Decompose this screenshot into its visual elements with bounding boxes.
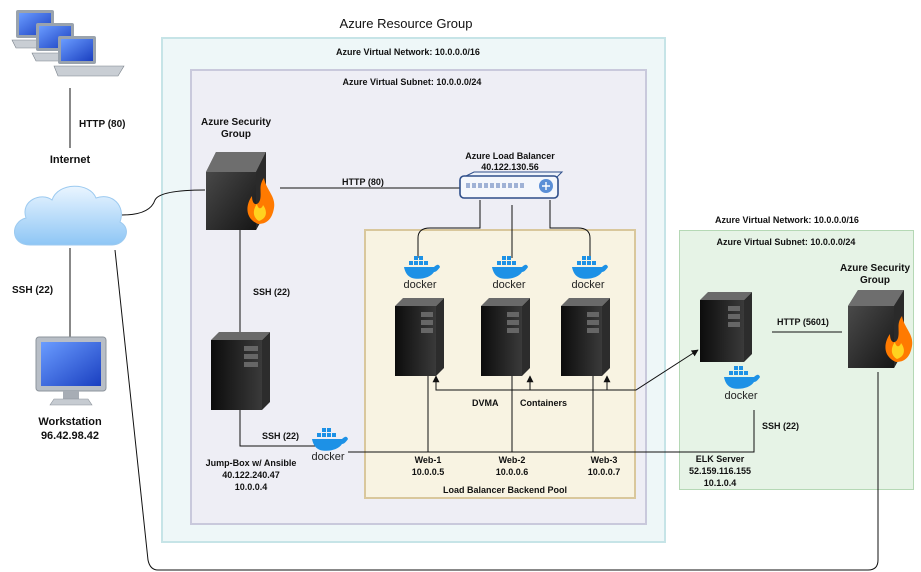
workstation-name: Workstation xyxy=(38,416,102,428)
docker-text-elk: docker xyxy=(724,390,758,402)
web2-name: Web-2 xyxy=(498,455,526,465)
jumpbox-private-ip: 10.0.0.4 xyxy=(234,482,268,492)
lb-name: Azure Load Balancer xyxy=(465,151,555,161)
docker-text-web1: docker xyxy=(403,279,437,291)
docker-icon-jumpbox xyxy=(312,428,348,451)
connectors xyxy=(69,88,879,571)
web2-server-icon xyxy=(481,298,530,376)
jumpbox-name: Jump-Box w/ Ansible xyxy=(205,458,297,468)
web1-server-icon xyxy=(395,298,444,376)
internet-label: Internet xyxy=(49,154,91,166)
jumpbox-server-icon xyxy=(211,332,270,410)
web3-name: Web-3 xyxy=(590,455,618,465)
elk-name: ELK Server xyxy=(695,454,745,464)
elk-server-icon xyxy=(700,292,752,362)
workstation-ip: 96.42.98.42 xyxy=(40,430,100,442)
nsg-main-label-line2: Group xyxy=(221,129,251,140)
nsg-elk-label-line1: Azure Security xyxy=(839,263,911,274)
web1-ip: 10.0.0.5 xyxy=(411,467,445,477)
workstation-monitor-icon xyxy=(35,336,107,406)
jumpbox-public-ip: 40.122.240.47 xyxy=(222,470,280,480)
docker-text-jumpbox: docker xyxy=(311,451,345,463)
ssh-22-elk-label: SSH (22) xyxy=(762,421,800,431)
laptops-icon xyxy=(11,10,125,77)
subnet-main-label: Azure Virtual Subnet: 10.0.0.0/24 xyxy=(342,77,482,87)
docker-icon-elk xyxy=(724,366,760,389)
subnet-elk-label: Azure Virtual Subnet: 10.0.0.0/24 xyxy=(716,237,856,247)
http-5601-label: HTTP (5601) xyxy=(777,317,829,327)
resource-group-title: Azure Resource Group xyxy=(339,16,473,31)
vnet-elk-label: Azure Virtual Network: 10.0.0.0/16 xyxy=(715,215,859,225)
firewall-icon-main xyxy=(206,152,275,230)
elk-private-ip: 10.1.0.4 xyxy=(703,478,737,488)
docker-text-web2: docker xyxy=(492,279,526,291)
docker-text-web3: docker xyxy=(571,279,605,291)
ssh-22-nsg-jump-label: SSH (22) xyxy=(253,287,291,297)
ssh-22-workstation-label: SSH (22) xyxy=(12,285,54,296)
lb-ip: 40.122.130.56 xyxy=(481,162,539,172)
nsg-main-label-line1: Azure Security xyxy=(200,117,272,128)
containers-label: Containers xyxy=(520,398,568,408)
web1-name: Web-1 xyxy=(414,455,442,465)
nsg-elk-label-line2: Group xyxy=(860,275,890,286)
backend-pool-label: Load Balancer Backend Pool xyxy=(442,485,568,495)
internet-cloud-icon xyxy=(14,185,127,246)
load-balancer-icon xyxy=(459,171,564,199)
elk-public-ip: 52.159.116.155 xyxy=(688,466,752,476)
vnet-main-label: Azure Virtual Network: 10.0.0.0/16 xyxy=(336,47,480,57)
http-80-internet-label: HTTP (80) xyxy=(79,119,126,130)
docker-icon-web1 xyxy=(404,256,440,279)
docker-icon-web3 xyxy=(572,256,608,279)
firewall-icon-elk xyxy=(848,290,913,368)
web3-ip: 10.0.0.7 xyxy=(587,467,621,477)
web2-ip: 10.0.0.6 xyxy=(495,467,529,477)
dvwa-label: DVMA xyxy=(472,398,499,408)
web3-server-icon xyxy=(561,298,610,376)
docker-icon-web2 xyxy=(492,256,528,279)
ssh-22-jump-docker-label: SSH (22) xyxy=(262,431,300,441)
http-80-lb-label: HTTP (80) xyxy=(342,177,384,187)
